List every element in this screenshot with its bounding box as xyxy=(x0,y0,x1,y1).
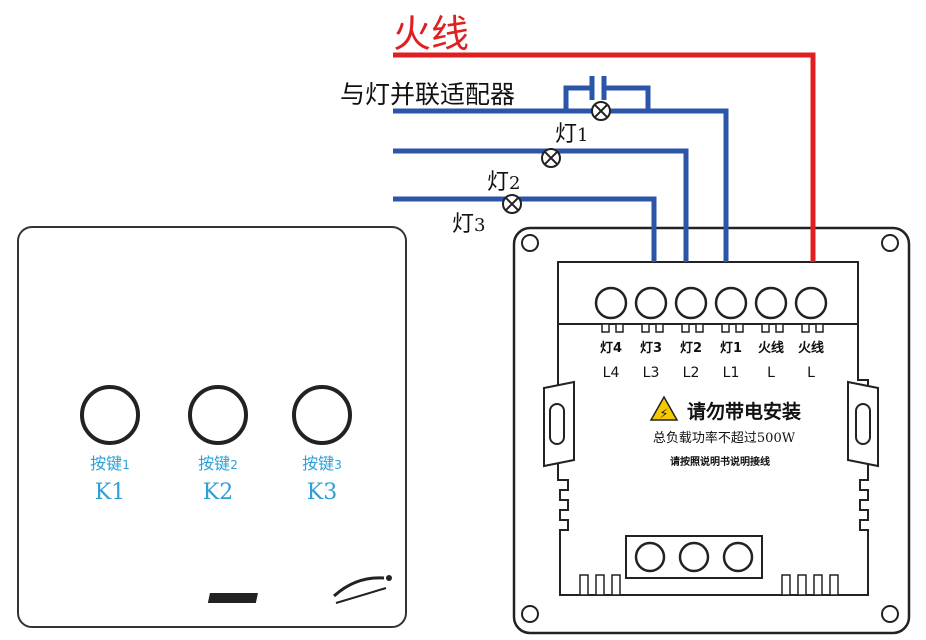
key-label-k2: K2 xyxy=(203,480,233,505)
front-panel: 按键1 按键2 按键3 K1 K2 K3 xyxy=(17,226,407,628)
adapter-label: 与灯并联适配器 xyxy=(340,80,515,109)
button-k3[interactable] xyxy=(292,385,352,445)
bottom-connector xyxy=(625,535,763,579)
terminal-cn-3: 灯2 xyxy=(680,340,702,356)
lamp-3-label: 灯3 xyxy=(452,212,485,237)
brand-logo-icon xyxy=(207,575,392,604)
button-caption-3: 按键3 xyxy=(302,454,342,473)
terminal-code-3: L2 xyxy=(683,365,700,381)
lamp-2-icon xyxy=(502,194,522,214)
terminal-screws xyxy=(594,286,828,320)
terminal-cn-5: 火线 xyxy=(758,340,784,356)
button-k1[interactable] xyxy=(80,385,140,445)
lamp-1-icon xyxy=(541,148,561,168)
back-panel: 灯4 灯3 灯2 灯1 火线 火线 L4 L3 L2 L1 L L xyxy=(512,226,911,635)
left-mount-slot xyxy=(543,380,575,468)
terminal-cn-4: 灯1 xyxy=(720,340,742,356)
lamp-adapter-icon xyxy=(591,101,611,121)
live-wire xyxy=(393,52,816,262)
key-label-k3: K3 xyxy=(307,480,337,505)
svg-text:⚡: ⚡ xyxy=(659,407,668,422)
terminal-code-6: L xyxy=(807,365,815,381)
terminal-cn-2: 灯3 xyxy=(640,340,662,356)
lamp-2-label: 灯2 xyxy=(487,170,520,195)
terminal-codes: L4 L3 L2 L1 L L xyxy=(603,365,815,381)
terminal-code-5: L xyxy=(767,365,775,381)
button-caption-1: 按键1 xyxy=(90,454,130,473)
warning-note: 请按照说明书说明接线 xyxy=(670,455,770,468)
load-wires xyxy=(393,85,729,262)
right-mount-slot xyxy=(847,380,879,468)
live-wire-label: 火线 xyxy=(393,12,469,56)
terminal-code-4: L1 xyxy=(723,365,740,381)
key-label-k1: K1 xyxy=(95,480,125,505)
terminal-code-1: L4 xyxy=(603,365,620,381)
warning-title: 请勿带电安装 xyxy=(687,400,801,423)
lamp-1-label: 灯1 xyxy=(555,122,588,147)
terminal-cn-1: 灯4 xyxy=(600,340,622,356)
warning-block: ⚡ 请勿带电安装 总负载功率不超过500W 请按照说明书说明接线 xyxy=(649,395,801,468)
adapter-capacitor-icon xyxy=(589,76,607,100)
warning-load: 总负载功率不超过500W xyxy=(653,430,796,446)
terminal-cn-6: 火线 xyxy=(798,340,824,356)
button-k2[interactable] xyxy=(188,385,248,445)
warning-triangle-icon: ⚡ xyxy=(649,395,679,422)
terminal-code-2: L3 xyxy=(643,365,660,381)
terminal-labels: 灯4 灯3 灯2 灯1 火线 火线 xyxy=(600,340,824,356)
button-caption-2: 按键2 xyxy=(198,454,238,473)
